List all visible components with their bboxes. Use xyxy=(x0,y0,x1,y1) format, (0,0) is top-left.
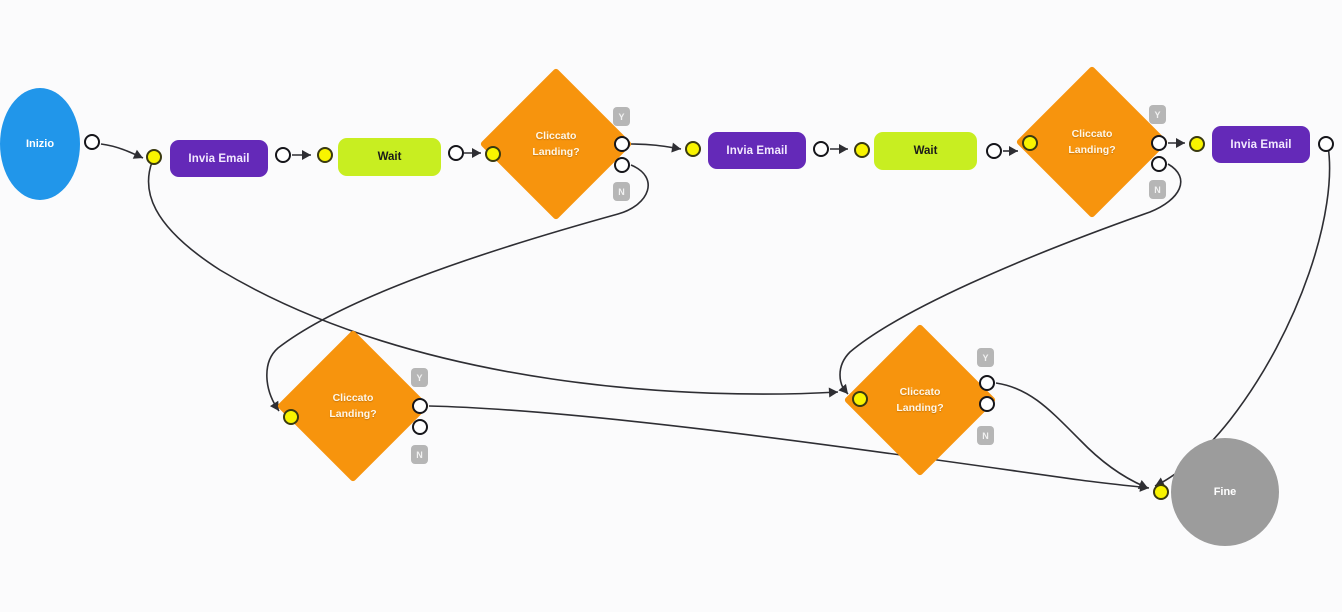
port-out-decision-3-y[interactable] xyxy=(412,398,428,414)
branch-badge-n-1: N xyxy=(613,182,630,201)
port-out-decision-2-n[interactable] xyxy=(1151,156,1167,172)
port-in-email-2[interactable] xyxy=(685,141,701,157)
edge-decision4-Y-to-end[interactable] xyxy=(995,382,1149,489)
arrowhead-decision4-Y-to-end xyxy=(1137,479,1148,490)
node-wait-1[interactable]: Wait xyxy=(338,138,441,176)
port-out-email-1[interactable] xyxy=(275,147,291,163)
node-email-2[interactable]: Invia Email xyxy=(708,132,806,169)
arrowhead-decision2-Y-to-email3 xyxy=(1176,138,1185,148)
branch-badge-y-0: Y xyxy=(613,107,630,126)
arrowhead-wait1-to-decision1 xyxy=(472,148,481,158)
node-label-end: Fine xyxy=(1213,486,1237,498)
branch-badge-n-3: N xyxy=(1149,180,1166,199)
port-out-decision-2-y[interactable] xyxy=(1151,135,1167,151)
branch-badge-y-6: Y xyxy=(977,348,994,367)
arrowhead-email1-to-wait1 xyxy=(302,150,311,160)
port-in-wait-2[interactable] xyxy=(854,142,870,158)
node-start[interactable]: Inizio xyxy=(0,88,80,200)
port-in-wait-1[interactable] xyxy=(317,147,333,163)
port-out-decision-1-n[interactable] xyxy=(614,157,630,173)
port-out-decision-1-y[interactable] xyxy=(614,136,630,152)
edge-email3-to-end[interactable] xyxy=(1154,145,1331,487)
branch-badge-y-2: Y xyxy=(1149,105,1166,124)
edge-email1-in-to-decision4[interactable] xyxy=(147,161,839,395)
arrowhead-email2-to-wait2 xyxy=(839,144,848,154)
arrowhead-wait2-to-decision2 xyxy=(1009,146,1018,156)
port-in-decision-3[interactable] xyxy=(283,409,299,425)
port-out-email-2[interactable] xyxy=(813,141,829,157)
diamond-shape-decision-2 xyxy=(1015,65,1169,219)
diamond-shape-decision-3 xyxy=(276,329,430,483)
edge-decision3-Y-to-end[interactable] xyxy=(428,405,1150,489)
diamond-shape-decision-1 xyxy=(479,67,633,221)
branch-badge-n-5: N xyxy=(411,445,428,464)
node-wait-2[interactable]: Wait xyxy=(874,132,977,170)
port-in-end[interactable] xyxy=(1153,484,1169,500)
edge-start-to-email1[interactable] xyxy=(100,143,144,159)
node-label-email-2: Invia Email xyxy=(726,144,788,157)
port-out-wait-1[interactable] xyxy=(448,145,464,161)
arrowhead-decision3-Y-to-end xyxy=(1139,482,1149,492)
port-in-email-3[interactable] xyxy=(1189,136,1205,152)
node-email-1[interactable]: Invia Email xyxy=(170,140,268,177)
port-out-decision-3-n[interactable] xyxy=(412,419,428,435)
branch-badge-y-4: Y xyxy=(411,368,428,387)
port-in-email-1[interactable] xyxy=(146,149,162,165)
arrowhead-start-to-email1 xyxy=(132,149,143,159)
port-out-decision-4-y[interactable] xyxy=(979,375,995,391)
node-label-email-1: Invia Email xyxy=(188,152,250,165)
node-label-email-3: Invia Email xyxy=(1230,138,1292,151)
node-email-3[interactable]: Invia Email xyxy=(1212,126,1310,163)
branch-badge-n-7: N xyxy=(977,426,994,445)
port-in-decision-2[interactable] xyxy=(1022,135,1038,151)
arrowhead-decision1-Y-to-email2 xyxy=(671,142,681,153)
node-label-wait-2: Wait xyxy=(913,145,938,157)
node-end[interactable]: Fine xyxy=(1171,438,1279,546)
node-label-start: Inizio xyxy=(25,138,55,150)
port-out-email-3[interactable] xyxy=(1318,136,1334,152)
port-out-decision-4-n[interactable] xyxy=(979,396,995,412)
edge-decision1-Y-to-email2[interactable] xyxy=(630,143,682,150)
port-out-start[interactable] xyxy=(84,134,100,150)
port-in-decision-1[interactable] xyxy=(485,146,501,162)
arrowhead-email1-in-to-decision4 xyxy=(828,387,838,398)
port-out-wait-2[interactable] xyxy=(986,143,1002,159)
port-in-decision-4[interactable] xyxy=(852,391,868,407)
node-label-wait-1: Wait xyxy=(377,151,402,163)
